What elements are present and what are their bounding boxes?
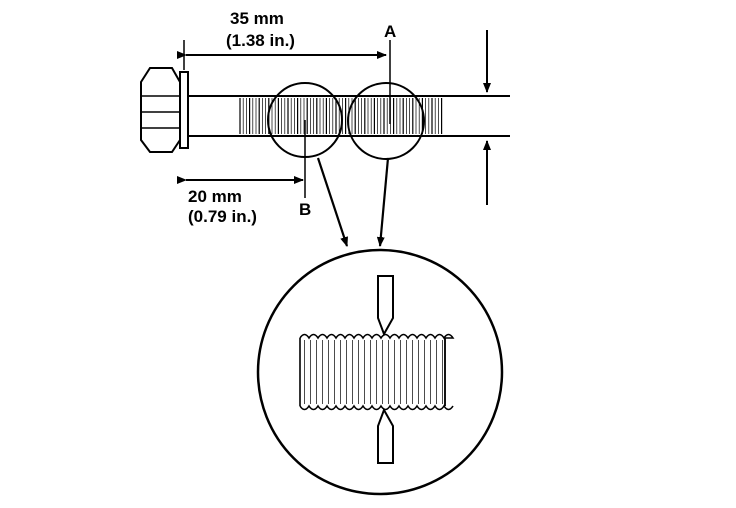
necking-marker-bottom	[377, 407, 394, 464]
leader-lines	[304, 40, 391, 198]
inspection-circle-a	[347, 82, 425, 160]
dimension-35mm	[177, 40, 387, 70]
point-a-label: A	[384, 22, 396, 41]
dim-35-mm-label: 35 mm	[230, 9, 284, 28]
dim-35-in-label: (1.38 in.)	[226, 31, 295, 50]
detail-pointer-arrows	[316, 157, 390, 247]
detail-view	[256, 248, 504, 496]
dim-20-in-label: (0.79 in.)	[188, 207, 257, 226]
bolt-thread-section	[238, 95, 444, 137]
point-b-label: B	[299, 200, 311, 219]
necking-marker-top	[377, 275, 394, 337]
detail-circle	[256, 248, 504, 496]
bolt-shank	[188, 95, 510, 137]
detail-thread-section	[299, 333, 455, 411]
dim-20-mm-label: 20 mm	[188, 187, 242, 206]
bolt-head	[140, 67, 189, 153]
